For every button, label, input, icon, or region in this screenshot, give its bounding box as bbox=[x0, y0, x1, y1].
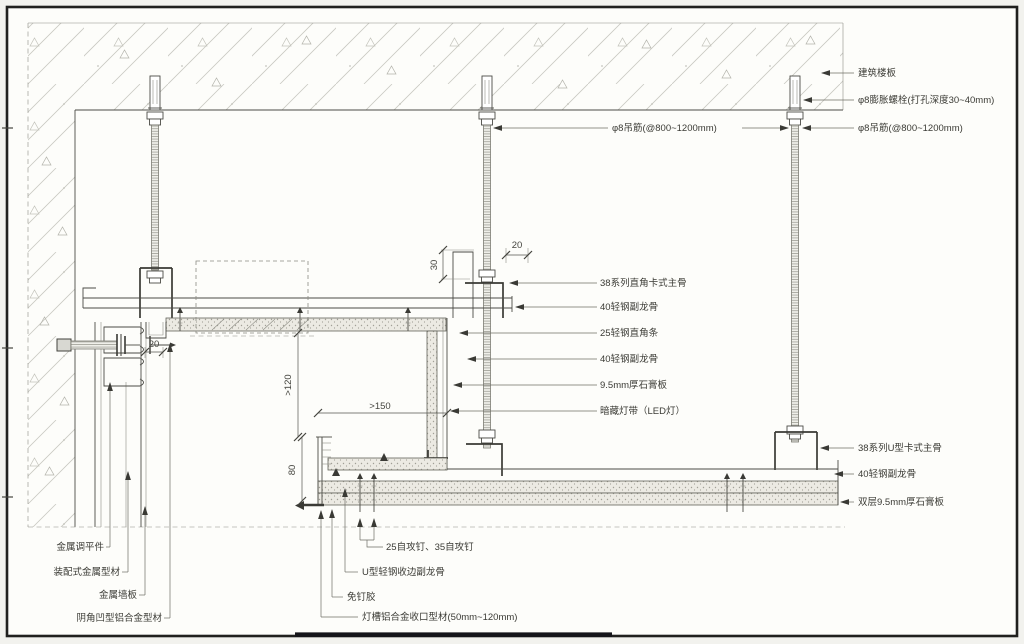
dim-20-wall: 20 bbox=[149, 339, 160, 350]
upper-gypsum-board bbox=[165, 317, 447, 332]
dim-80: 80 bbox=[287, 465, 298, 476]
callouts-middle: 38系列直角卡式主骨 40轻钢副龙骨 25轻钢直角条 40轻钢副龙骨 9.5mm… bbox=[450, 277, 687, 417]
callout-screws: 25自攻钉、35自攻钉 bbox=[386, 541, 474, 553]
callout-angle-strip: 25轻钢直角条 bbox=[600, 327, 659, 339]
lower-gypsum-layer2 bbox=[317, 492, 839, 506]
callout-double-gypsum: 双层9.5mm厚石膏板 bbox=[858, 496, 945, 508]
callout-main-runner-lower: 38系列U型卡式主骨 bbox=[858, 442, 942, 454]
blocking-channel bbox=[452, 251, 474, 318]
dimensions: 20 30 20 >120 >150 80 bbox=[140, 240, 533, 506]
dim-120: >120 bbox=[283, 374, 294, 395]
c-profile-lower bbox=[103, 357, 144, 387]
callout-leveling-piece: 金属调平件 bbox=[56, 541, 104, 553]
callout-assembly-profile: 装配式金属型材 bbox=[53, 566, 120, 578]
main-runner-clip-right bbox=[774, 431, 818, 470]
lamp-trough-profile bbox=[295, 436, 332, 510]
dim-20-top: 20 bbox=[512, 240, 523, 251]
callout-trough-profile: 灯槽铝合金收口型材(50mm~120mm) bbox=[362, 611, 517, 623]
bulkhead-and-cove bbox=[327, 318, 448, 476]
callout-glue: 免钉胶 bbox=[347, 591, 376, 603]
right-angle-clip-lower bbox=[466, 443, 503, 476]
hanger-rod-left bbox=[139, 75, 173, 318]
callouts-bottom-middle: 25自攻钉、35自攻钉 U型轻钢收边副龙骨 免钉胶 灯槽铝合金收口型材(50mm… bbox=[318, 488, 517, 623]
callouts-lower-right: 38系列U型卡式主骨 40轻钢副龙骨 双层9.5mm厚石膏板 bbox=[820, 442, 945, 508]
dashed-blocking-box bbox=[195, 260, 309, 334]
callout-wall-panel: 金属墙板 bbox=[99, 589, 138, 601]
callout-slab: 建筑楼板 bbox=[858, 67, 897, 79]
wall-panel-assembly bbox=[56, 322, 176, 527]
blocking-hatch bbox=[211, 318, 310, 331]
upper-ceiling bbox=[82, 260, 513, 337]
callouts-top: 建筑楼板 φ8膨胀螺栓(打孔深度30~40mm) φ8吊筋(@800~1200m… bbox=[493, 67, 994, 134]
dim-30: 30 bbox=[429, 260, 440, 271]
lower-ceiling bbox=[295, 436, 839, 512]
hanger-rod-middle bbox=[452, 75, 504, 476]
callout-main-runner-upper: 38系列直角卡式主骨 bbox=[600, 277, 687, 289]
c-profile-upper bbox=[103, 326, 144, 354]
concrete-aggregate-marks bbox=[39, 35, 816, 476]
lower-gypsum-layer1 bbox=[317, 480, 839, 494]
right-angle-clip-upper bbox=[465, 282, 504, 318]
dim-150: >150 bbox=[369, 401, 390, 412]
expansion-bolt-horizontal bbox=[56, 334, 140, 356]
callouts-bottom-left: 金属调平件 装配式金属型材 金属墙板 阴角凹型铝合金型材 bbox=[53, 343, 173, 624]
callout-hanger-rod-mid: φ8吊筋(@800~1200mm) bbox=[612, 122, 717, 134]
callout-led-strip: 暗藏灯带（LED灯） bbox=[600, 405, 685, 417]
main-runner-clip-left bbox=[139, 267, 173, 318]
callout-sub-keel-b: 40轻钢副龙骨 bbox=[600, 353, 658, 365]
callout-hanger-rod-right: φ8吊筋(@800~1200mm) bbox=[858, 122, 963, 134]
callout-corner-profile: 阴角凹型铝合金型材 bbox=[76, 612, 162, 624]
hanger-rod-right bbox=[774, 75, 818, 470]
callout-anchor-bolt: φ8膨胀螺栓(打孔深度30~40mm) bbox=[858, 94, 994, 106]
building-slab-and-wall bbox=[27, 22, 845, 528]
lower-board-screws bbox=[357, 473, 746, 512]
cove-gypsum-board bbox=[327, 457, 448, 471]
bulkhead-gypsum bbox=[426, 330, 438, 459]
callout-sub-keel-a: 40轻钢副龙骨 bbox=[600, 301, 658, 313]
callout-sub-keel-c: 40轻钢副龙骨 bbox=[858, 468, 916, 480]
callout-gypsum-board: 9.5mm厚石膏板 bbox=[600, 379, 668, 391]
upper-board-screws bbox=[177, 307, 411, 331]
callout-edge-keel: U型轻钢收边副龙骨 bbox=[362, 566, 445, 578]
corner-reveal-profile bbox=[145, 322, 167, 339]
